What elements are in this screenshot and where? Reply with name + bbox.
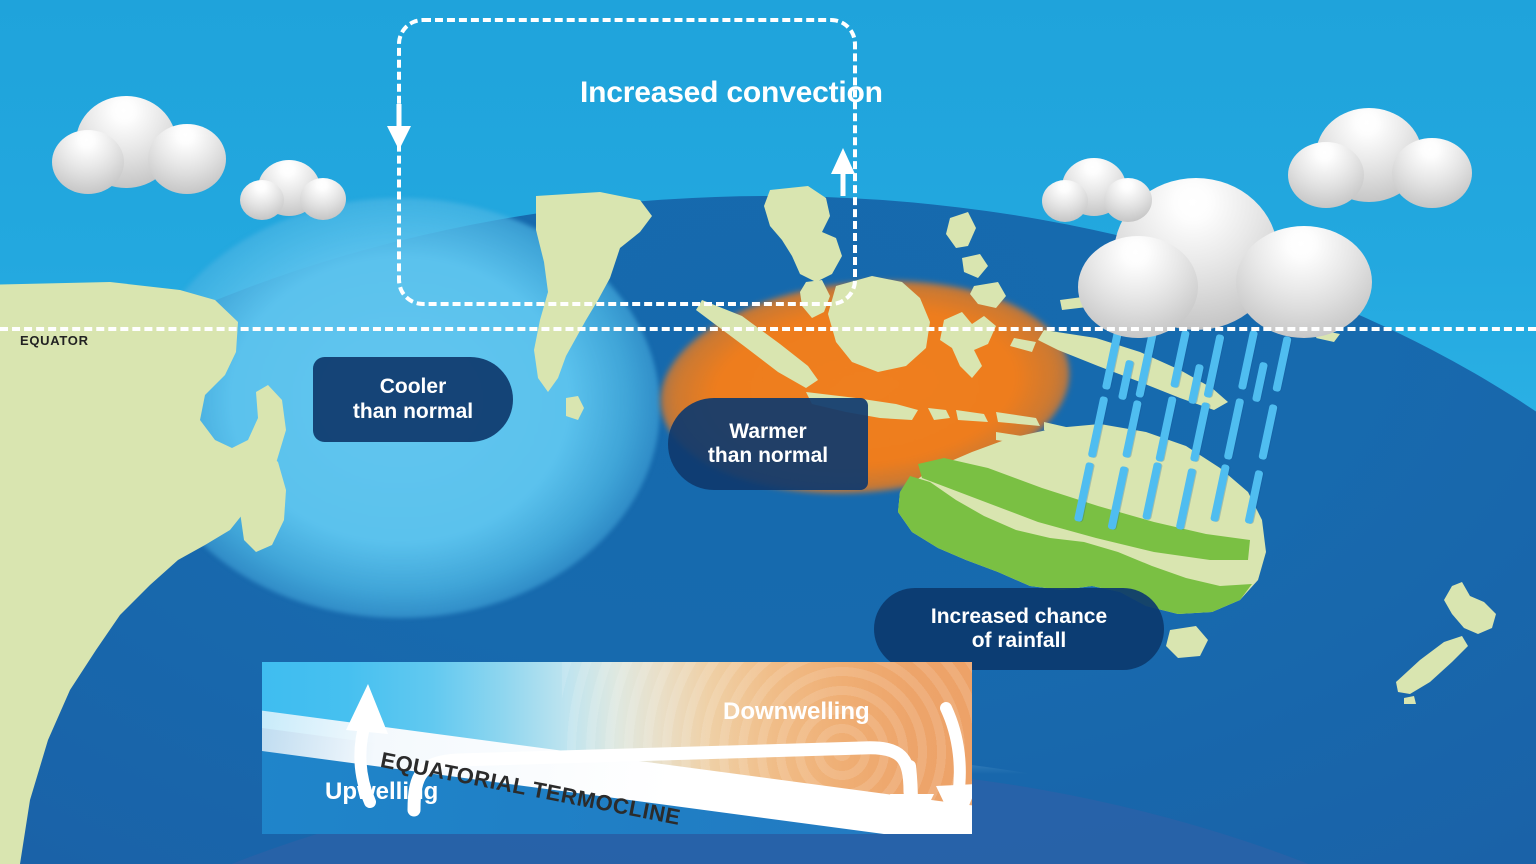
land-sri-lanka <box>566 396 584 420</box>
land-nz-north <box>1444 582 1496 634</box>
cloud-top-right <box>1288 108 1472 210</box>
warmer-line-2: than normal <box>707 444 829 467</box>
land-madagascar <box>240 448 286 552</box>
land-philippines-mid <box>962 254 988 278</box>
equator-label: EQUATOR <box>20 333 89 348</box>
inset-circulation-arrows <box>346 684 972 834</box>
cooler-line-2: than normal <box>352 399 474 423</box>
cloud-top-left <box>52 96 226 196</box>
land-africa <box>0 282 286 864</box>
label-increased-chance-of-rainfall: Increased chance of rainfall <box>874 588 1164 670</box>
label-cooler-than-normal: Cooler than normal <box>313 357 513 442</box>
land-flores <box>996 412 1040 426</box>
land-philippines-mindanao <box>970 282 1006 308</box>
page-title: Increased convection <box>580 76 883 109</box>
land-sumbawa <box>956 410 988 422</box>
land-island-cluster-b <box>1010 338 1036 352</box>
land-sulawesi <box>940 312 996 378</box>
land-nz-south <box>1396 636 1468 694</box>
land-bali-lombok <box>928 408 950 420</box>
land-india <box>534 192 652 392</box>
land-philippines-luzon <box>946 212 976 248</box>
downwelling-arrow-1-icon <box>890 760 934 834</box>
land-tasmania <box>1166 626 1208 658</box>
land-indochina <box>764 186 842 282</box>
warmer-line-1: Warmer <box>729 419 807 443</box>
land-malay-peninsula <box>800 280 830 318</box>
land-new-guinea <box>1038 330 1228 410</box>
rainfall-line-1: Increased chance <box>930 604 1108 628</box>
ocean-cross-section-inset <box>262 662 972 834</box>
land-nz-stewart <box>1404 696 1416 704</box>
upwelling-arrow-icon <box>346 684 388 808</box>
cooler-line-1: Cooler <box>379 375 447 399</box>
convection-loop-dashed <box>397 18 857 306</box>
cloud-small-left <box>240 160 346 222</box>
cloud-small-center <box>1042 158 1152 224</box>
rainfall-line-2: of rainfall <box>971 629 1067 652</box>
label-warmer-than-normal: Warmer than normal <box>668 398 868 490</box>
label-downwelling: Downwelling <box>723 698 870 725</box>
downwelling-arrow-2-icon <box>936 702 972 832</box>
land-borneo <box>828 276 930 372</box>
label-upwelling: Upwelling <box>325 778 439 805</box>
rain-cloud <box>1078 178 1378 338</box>
equator-line <box>0 327 1536 331</box>
land-sumatra <box>696 300 818 388</box>
